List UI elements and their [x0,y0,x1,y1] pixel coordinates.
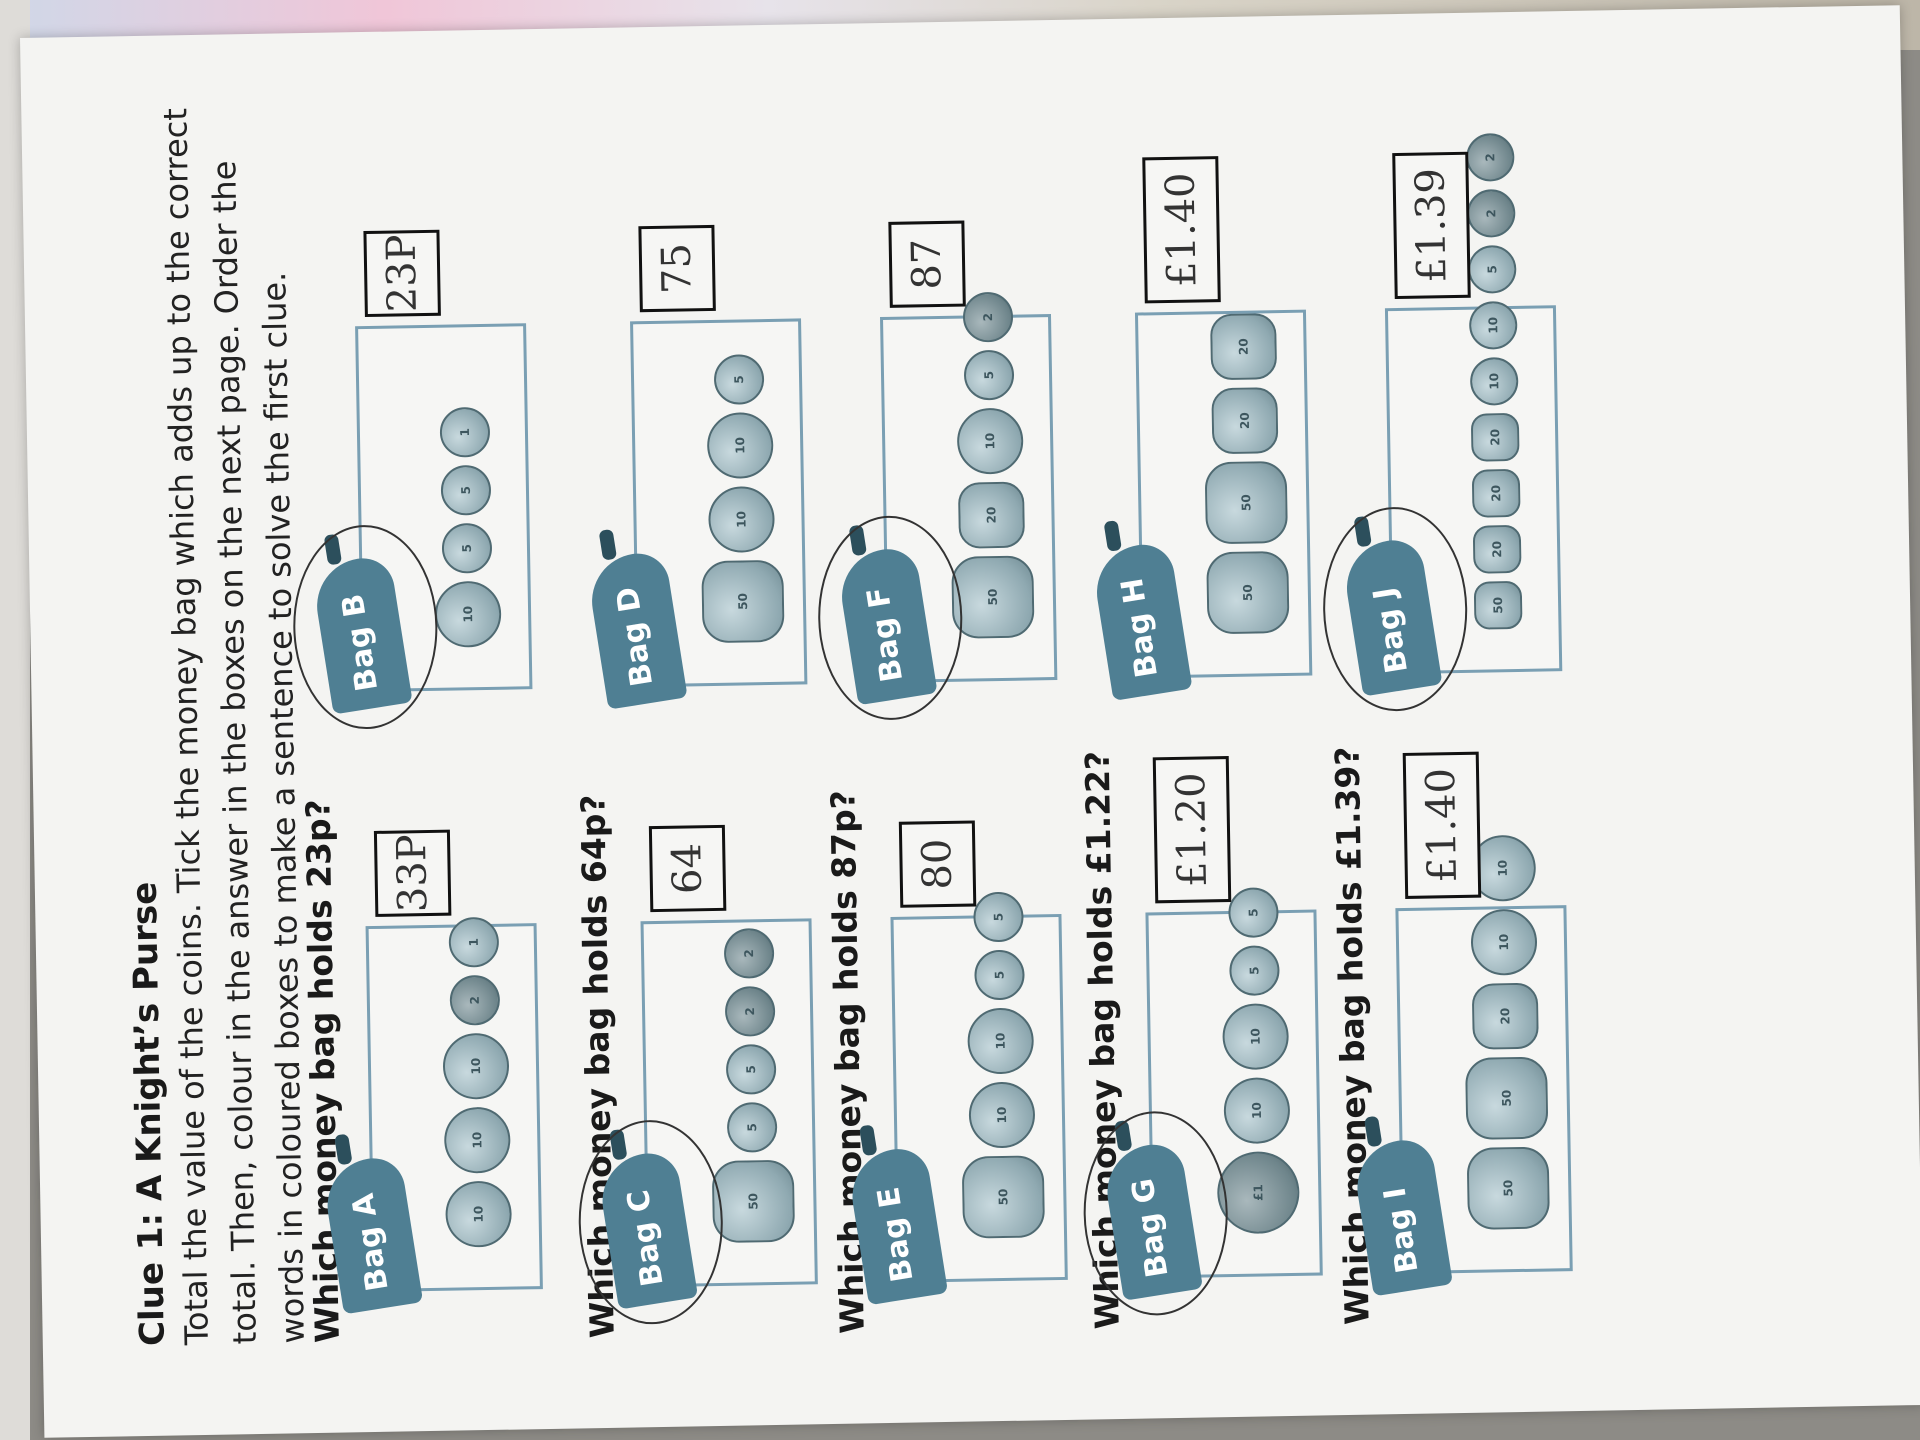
coin-icon: 10 [443,1106,511,1174]
bag-label: Bag H [1114,575,1166,680]
bag-tie-icon [1103,520,1123,552]
answer-box[interactable]: £1.20 [1152,756,1232,904]
coin-icon: 5 [963,349,1015,401]
coin-icon: 5 [1228,887,1279,939]
answer-box[interactable]: 23P [363,229,441,318]
answer-box[interactable]: 87 [888,220,966,308]
coin-icon: 5 [973,891,1024,943]
coin-icon: 20 [1210,313,1278,381]
coin-icon: 20 [1471,982,1539,1050]
bag-label: Bag I [1377,1184,1426,1276]
coin-icon: 10 [1222,1003,1290,1071]
coin-icon: 20 [1471,468,1521,518]
coin-icon: 50 [1466,1146,1551,1230]
answer-box[interactable]: 64 [648,824,727,913]
coin-icon: 20 [1472,524,1522,574]
coin-icon: £1 [1216,1150,1301,1235]
coin-icon: 10 [442,1032,510,1100]
coin-icon: 5 [1229,945,1280,997]
bag-label: Bag A [345,1190,396,1294]
bag-tie-icon [598,528,618,561]
worksheet-instructions: Total the value of the coins. Tick the m… [156,107,312,1346]
coin-icon: 10 [1468,300,1518,350]
coin-icon: 50 [1473,580,1523,630]
money-bag-icon: Bag H [1090,520,1193,701]
coin-icon: 10 [1469,356,1519,406]
coin-icon: 2 [724,985,776,1037]
coin-icon: 1 [439,406,491,458]
bag-label: Bag D [609,584,661,689]
bag-label: Bag E [871,1184,921,1285]
answer-box[interactable]: 80 [898,820,977,908]
coin-icon: 20 [957,481,1026,549]
coin-icon: 10 [445,1180,513,1248]
coin-icon: 50 [1465,1056,1549,1140]
coin-icon: 20 [1470,412,1520,462]
coin-icon: 50 [711,1159,796,1244]
coin-icon: 10 [434,580,502,648]
coin-icon: 5 [440,464,492,516]
coin-icon: 5 [713,354,765,405]
coin-icon: 1 [448,916,500,968]
coin-icon: 50 [1204,460,1289,545]
money-bag-icon: Bag D [585,528,688,710]
coin-icon: 50 [1206,550,1290,635]
coin-icon: 10 [1223,1077,1291,1145]
answer-box[interactable]: 33P [373,829,452,917]
coin-icon: 10 [1470,908,1538,976]
coin-icon: 2 [449,974,501,1026]
answer-box[interactable]: £1.40 [1142,156,1221,304]
coin-icon: 50 [951,555,1035,639]
answer-box[interactable]: 75 [638,224,716,313]
coin-icon: 10 [706,411,774,480]
coin-icon: 2 [962,291,1014,343]
answer-box[interactable]: £1.39 [1392,151,1471,300]
worksheet-page: Clue 1: A Knight’s Purse Total the value… [20,5,1920,1438]
coin-icon: 10 [967,1007,1035,1075]
coin-icon: 2 [723,927,775,979]
coin-icon: 20 [1211,387,1279,455]
coin-icon: 10 [707,485,776,554]
coin-icon: 50 [961,1155,1046,1239]
answer-box[interactable]: £1.40 [1402,751,1482,899]
worksheet-content: Clue 1: A Knight’s Purse Total the value… [111,37,1833,1346]
coin-icon: 50 [701,559,785,644]
coin-icon: 5 [725,1043,777,1095]
coin-icon: 5 [1467,244,1517,294]
coin-icon: 10 [956,407,1024,475]
coin-icon: 5 [726,1101,778,1153]
coin-icon: 2 [1465,132,1515,182]
coin-icon: 5 [441,522,493,574]
coin-icon: 10 [968,1081,1036,1149]
coin-icon: 5 [974,949,1025,1001]
coin-icon: 2 [1466,188,1516,238]
